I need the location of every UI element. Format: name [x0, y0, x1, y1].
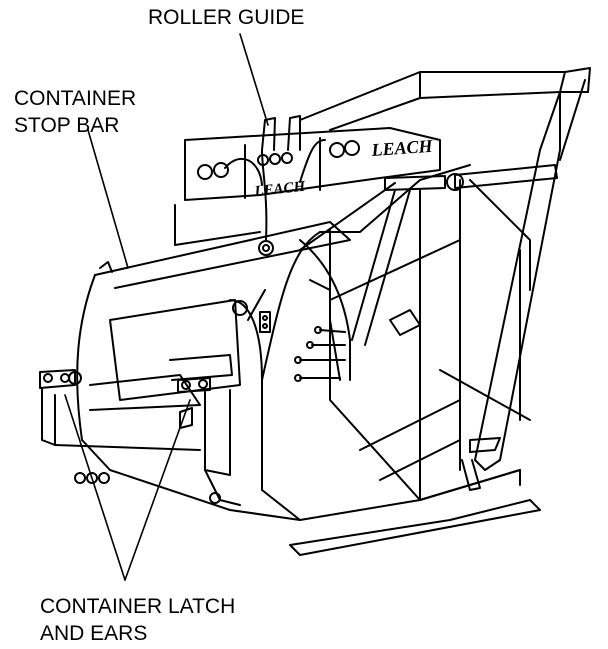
leach-logo-upper: LEACH	[370, 136, 434, 160]
label-container-latch-line2: AND EARS	[40, 622, 147, 644]
lift-arm	[299, 79, 586, 471]
leach-logo-lower: LEACH	[253, 179, 308, 200]
label-container-stop-bar-line1: CONTAINER	[14, 87, 136, 110]
latch-leader-left	[64, 394, 126, 581]
lower-forks	[289, 437, 541, 556]
label-container-latch-line1: CONTAINER LATCH	[40, 595, 235, 618]
label-roller-guide: ROLLER GUIDE	[148, 6, 304, 29]
front-panel	[294, 239, 421, 382]
leader-lines	[64, 33, 269, 581]
side-wall	[329, 179, 531, 501]
lift-plate	[184, 127, 441, 201]
latch-leader-right	[124, 399, 191, 581]
roller-guide-leader	[239, 33, 269, 126]
label-container-stop-bar-line2: STOP BAR	[14, 114, 119, 137]
top-frame	[299, 67, 591, 131]
hopper-body	[76, 164, 471, 521]
stop-bar-leader	[87, 129, 129, 269]
container-stop-bar	[94, 204, 351, 289]
container-latch-and-ears	[39, 369, 241, 506]
